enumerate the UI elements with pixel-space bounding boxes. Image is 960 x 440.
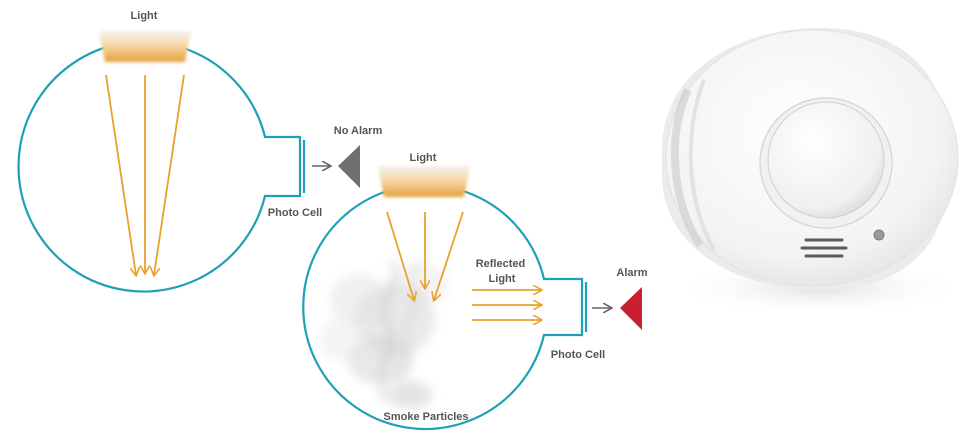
led-indicator xyxy=(873,229,885,241)
light-source xyxy=(99,31,191,62)
smoke-detector-image xyxy=(662,28,960,316)
alarm-indicator xyxy=(620,287,642,330)
alarm-label: Alarm xyxy=(616,267,647,279)
photo-cell-label: Photo Cell xyxy=(268,207,322,219)
reflected-light-label-line1: Reflected xyxy=(476,258,526,270)
photo-cell-label: Photo Cell xyxy=(551,349,605,361)
no-alarm-indicator xyxy=(338,145,360,188)
no-alarm-label: No Alarm xyxy=(334,125,383,137)
smoke-particles-label: Smoke Particles xyxy=(384,411,469,423)
reflected-light-label-line2: Light xyxy=(489,273,516,285)
smoke-particles xyxy=(320,260,448,409)
test-button xyxy=(767,101,885,219)
reflected-light-label: Reflected Light xyxy=(476,258,529,285)
light-beam xyxy=(386,211,414,300)
device-vents xyxy=(670,88,704,248)
light-label: Light xyxy=(410,152,437,164)
light-source xyxy=(378,166,470,197)
light-beam xyxy=(434,211,464,300)
light-label: Light xyxy=(131,10,158,22)
reflected-light-beams xyxy=(472,290,541,320)
device-vents xyxy=(688,79,716,251)
chamber-outline xyxy=(302,183,584,431)
alarm-chamber: Light Reflected Light Photo Cell Smoke P… xyxy=(302,152,648,431)
no-alarm-chamber: Light Photo Cell No Alarm xyxy=(17,10,383,293)
light-beams xyxy=(105,74,185,275)
light-beam xyxy=(154,74,185,275)
sounder-grille xyxy=(800,238,848,258)
light-beam xyxy=(105,74,136,275)
chamber-outline xyxy=(17,40,302,293)
light-beams xyxy=(386,211,464,300)
